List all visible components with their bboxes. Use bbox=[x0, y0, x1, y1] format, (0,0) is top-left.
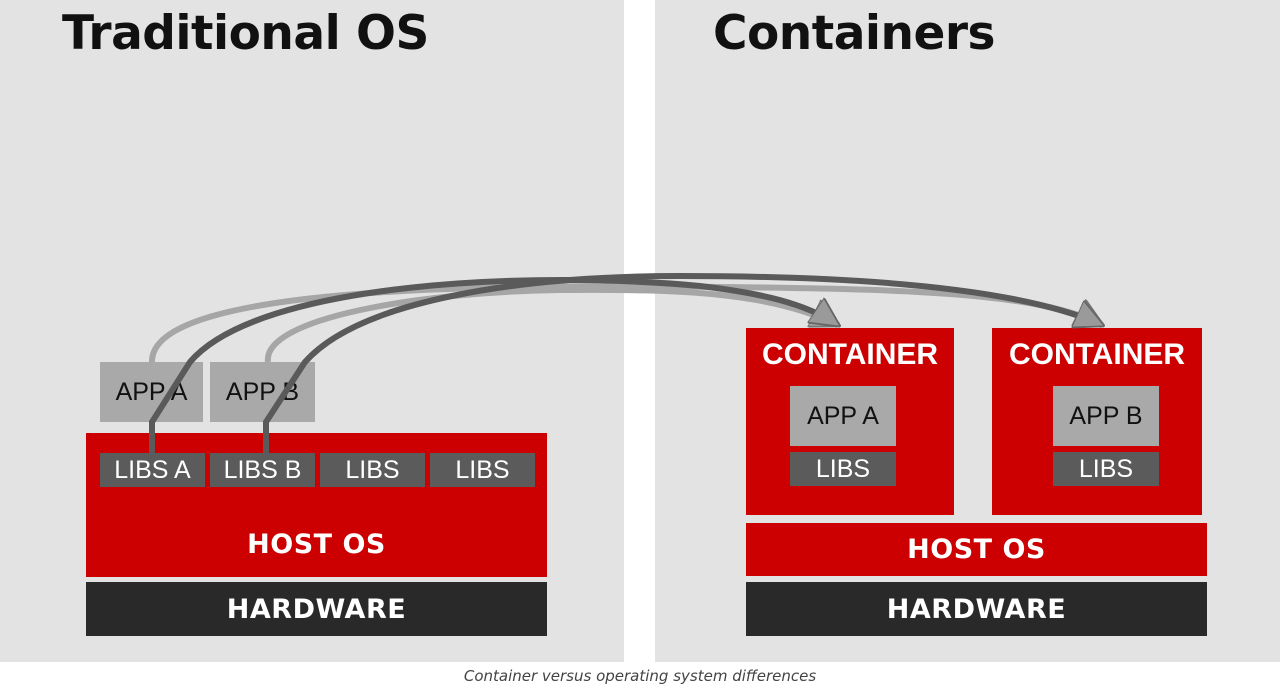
host-os-label: HOST OS bbox=[247, 529, 386, 560]
containers-heading: Containers bbox=[713, 6, 996, 61]
container-libs-box: LIBS bbox=[790, 452, 896, 486]
container-1: CONTAINER APP A LIBS bbox=[746, 328, 954, 515]
figure-caption: Container versus operating system differ… bbox=[463, 667, 817, 685]
containers-panel: Containers CONTAINER APP A LIBS CONTAINE… bbox=[655, 0, 1280, 662]
container-2: CONTAINER APP B LIBS bbox=[992, 328, 1202, 515]
container-label: CONTAINER bbox=[1008, 338, 1186, 371]
libs-a-box: LIBS A bbox=[100, 453, 205, 487]
libs-b-box: LIBS B bbox=[210, 453, 315, 487]
traditional-os-panel: Traditional OS APP A APP B HOST OS LIBS … bbox=[0, 0, 624, 662]
host-os-box: HOST OS bbox=[746, 523, 1207, 576]
libs-box: LIBS bbox=[320, 453, 425, 487]
traditional-os-heading: Traditional OS bbox=[62, 6, 429, 61]
app-b-box: APP B bbox=[210, 362, 315, 422]
container-app-a-box: APP A bbox=[790, 386, 896, 446]
libs-box: LIBS bbox=[430, 453, 535, 487]
app-a-box: APP A bbox=[100, 362, 203, 422]
container-label: CONTAINER bbox=[761, 338, 939, 371]
container-libs-box: LIBS bbox=[1053, 452, 1159, 486]
hardware-box: HARDWARE bbox=[86, 582, 547, 636]
container-app-b-box: APP B bbox=[1053, 386, 1159, 446]
hardware-box: HARDWARE bbox=[746, 582, 1207, 636]
